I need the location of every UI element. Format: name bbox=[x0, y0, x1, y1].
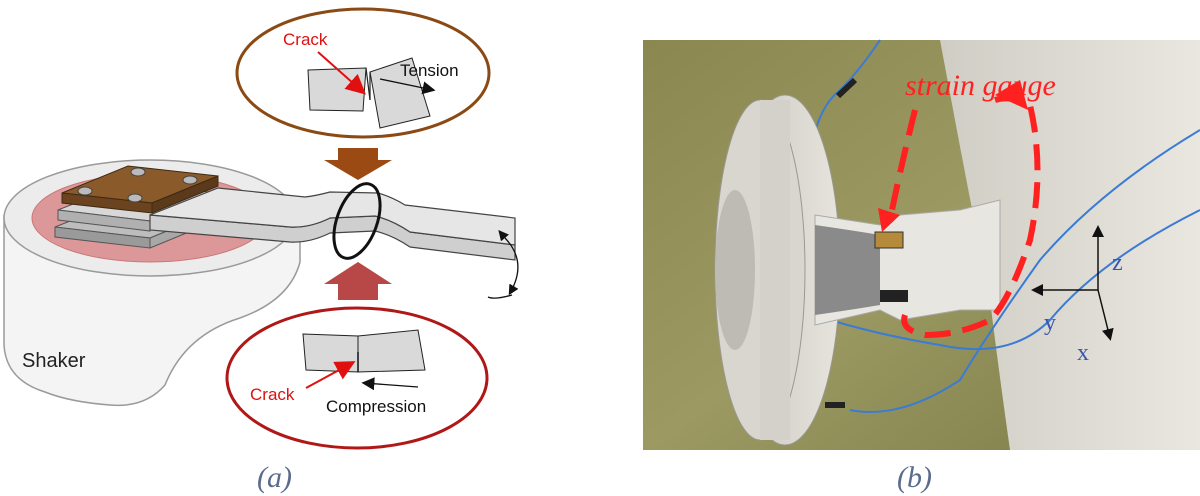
tension-inset: Crack Tension bbox=[235, 7, 491, 139]
compression-arrow bbox=[324, 262, 392, 300]
caption-b: (b) bbox=[897, 461, 932, 494]
compression-inset: Crack Compression bbox=[225, 306, 489, 450]
tension-arrow bbox=[324, 148, 392, 180]
shaker-label: Shaker bbox=[22, 350, 86, 372]
notch-highlight-circle bbox=[332, 182, 382, 260]
axis-z-label: z bbox=[1112, 250, 1123, 276]
clamp bbox=[54, 165, 219, 249]
tension-label: Tension bbox=[400, 61, 459, 80]
strain-gauge-label: strain gauge bbox=[905, 69, 1056, 102]
axis-x-label: x bbox=[1077, 340, 1089, 366]
axis-y-label: y bbox=[1044, 310, 1056, 336]
compression-crack-label: Crack bbox=[250, 385, 295, 404]
compression-label: Compression bbox=[326, 397, 426, 416]
tension-crack-label: Crack bbox=[283, 30, 328, 49]
panel-b: strain gauge z y x bbox=[643, 39, 1200, 450]
beam-specimen bbox=[149, 182, 519, 299]
panel-a: Shaker bbox=[3, 7, 519, 450]
coordinate-axes: z y x bbox=[1031, 225, 1123, 366]
caption-a: (a) bbox=[257, 461, 292, 494]
